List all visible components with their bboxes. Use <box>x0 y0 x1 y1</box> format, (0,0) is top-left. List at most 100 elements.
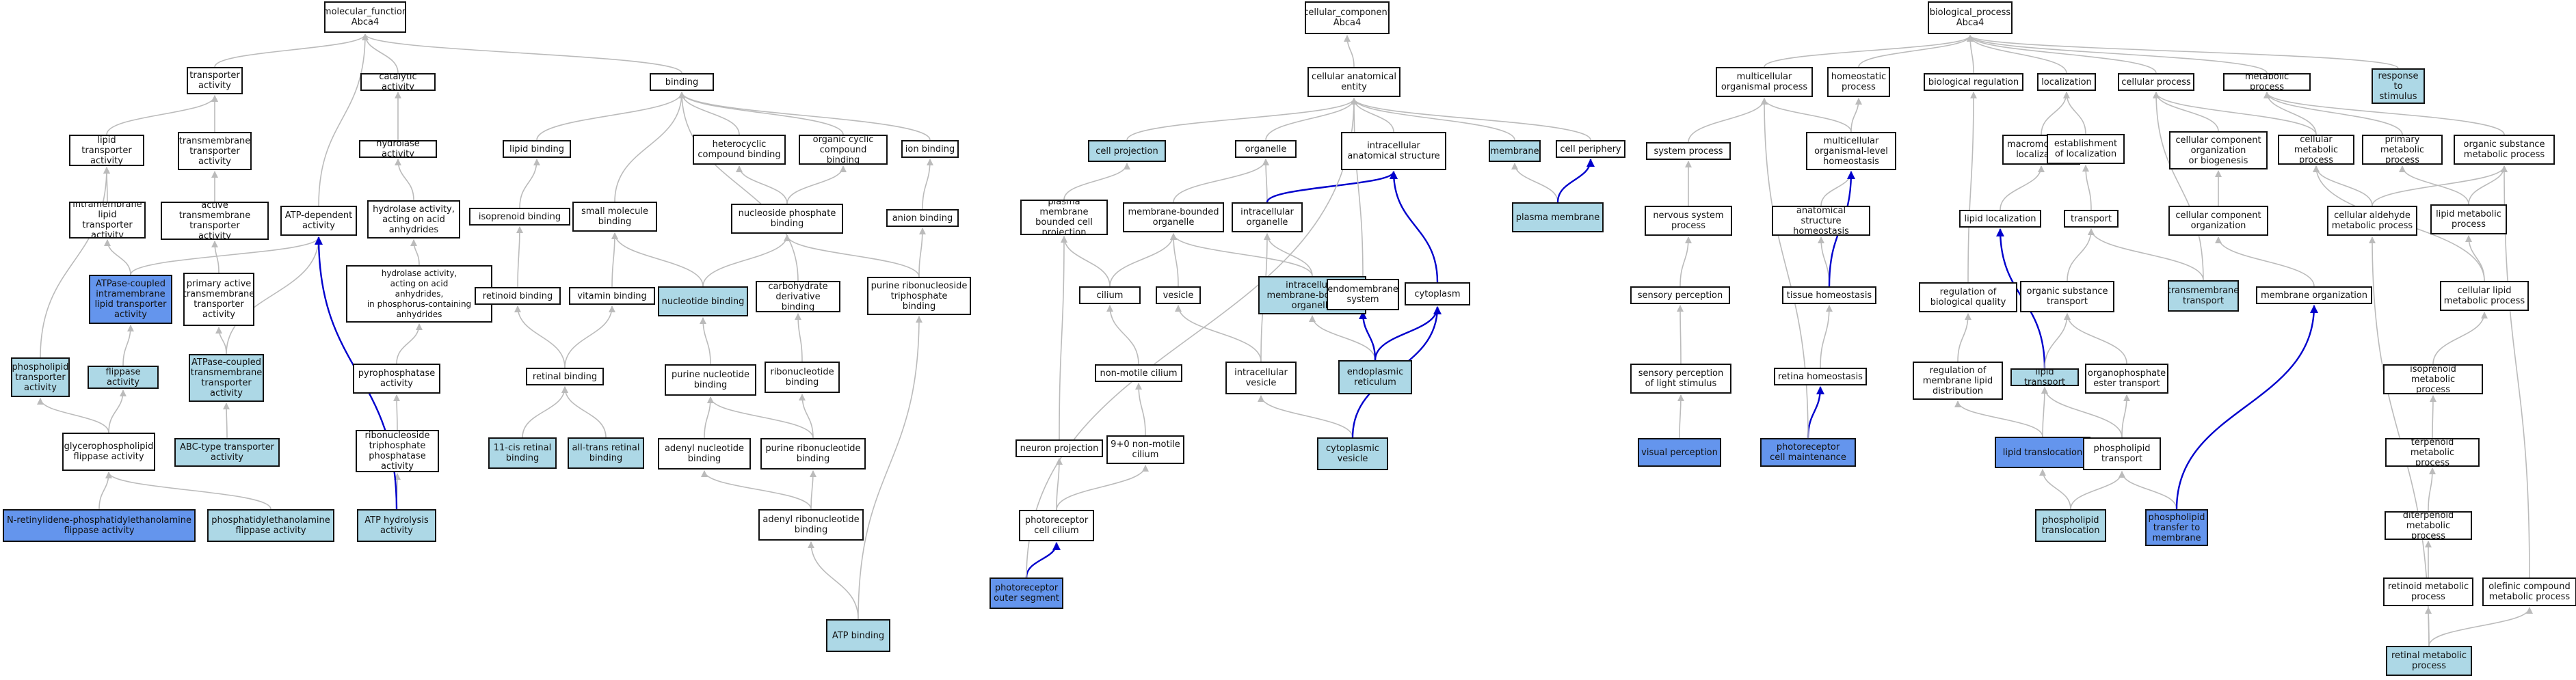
node-sensory-perception: sensory perception <box>1630 286 1730 304</box>
node-cell-projection: cell projection <box>1088 140 1166 162</box>
node-neuron-projection: neuron projection <box>1015 439 1103 457</box>
edge-purine-nucleotide-to-nucleotide-binding <box>700 317 711 365</box>
edge-ribonucleotide-to-carbohydrate-deriv <box>795 313 803 362</box>
edge-atpase-tm-to-atp-dependent <box>226 236 322 355</box>
node-atpase-intramembrane: ATPase-coupled intramembrane lipid trans… <box>89 275 172 324</box>
node-ribonucleotide: ribonucleotide binding <box>765 362 840 393</box>
node-heterocyclic: heterocyclic compound binding <box>693 135 786 165</box>
node-purine-ribonucleotide: purine ribonucleotide binding <box>760 438 866 470</box>
node-er: endoplasmic reticulum <box>1338 360 1412 394</box>
node-isoprenoid-binding: isoprenoid binding <box>469 208 570 226</box>
edge-phospholipid-translocation-to-lipid-translocation <box>2039 469 2071 510</box>
node-lipid-transport: lipid transport <box>2010 368 2079 386</box>
edge-cell-projection-to-anat-entity <box>1126 98 1357 141</box>
node-cilium: cilium <box>1079 286 1141 304</box>
edge-olefinic-metabolic-to-organic-substance-metabolic <box>2501 165 2530 578</box>
node-hydrolase-acid: hydrolase activity, acting on acid anhyd… <box>367 200 460 239</box>
edge-membrane-to-anat-entity <box>1351 98 1515 141</box>
node-system-process: system process <box>1646 142 1731 160</box>
edge-retinal-metabolic-to-olefinic-metabolic <box>2428 607 2533 647</box>
edge-nucleotide-binding-to-nucleoside-phosphate <box>702 234 791 287</box>
edge-nucleoside-phosphate-to-heterocyclic <box>736 165 788 204</box>
node-establishment-loc: establishment of localization <box>2047 134 2125 164</box>
edge-pyrophosphatase-to-hydrolase-phospho <box>396 323 423 364</box>
node-nine-zero: 9+0 non-motile cilium <box>1106 435 1184 464</box>
edge-lipid-transporter-to-transporter <box>106 95 218 135</box>
edge-lipid-localization-to-macromolecule-loc <box>2000 165 2045 210</box>
edge-phospholipid-transporter-to-lipid-transporter <box>40 167 110 358</box>
edge-cytoplasm-to-intracellular-anat <box>1390 171 1439 283</box>
node-pe-flippase: phosphatidylethanolamine flippase activi… <box>207 509 334 542</box>
node-organophosphate-transport: organophosphate ester transport <box>2085 364 2168 394</box>
edge-vitamin-binding-to-small-molecule <box>611 232 618 288</box>
node-isoprenoid-metabolic: isoprenoid metabolic process <box>2383 364 2483 394</box>
edge-atpase-intramembrane-to-atp-dependent <box>130 236 322 275</box>
edge-intracellular-organelle-to-organelle <box>1262 159 1270 203</box>
node-cc: cellular_component Abca4 <box>1305 1 1390 34</box>
node-atp-hydrolysis: ATP hydrolysis activity <box>357 509 436 542</box>
node-phospholipid-transport: phospholipid transport <box>2083 437 2161 470</box>
node-abc-transporter: ABC-type transporter activity <box>174 438 280 467</box>
node-retina-homeostasis: retina homeostasis <box>1774 368 1867 385</box>
edge-mc-homeostasis-to-homeostatic <box>1850 98 1862 133</box>
node-lipid-localization: lipid localization <box>1959 210 2041 228</box>
node-primary-metabolic: primary metabolic process <box>2362 135 2443 165</box>
node-membrane-bounded-organelle: membrane-bounded organelle <box>1123 202 1224 232</box>
edge-flippase-to-atpase-intramembrane <box>122 325 134 366</box>
node-intracellular-organelle: intracellular organelle <box>1232 202 1303 232</box>
node-sensory-light: sensory perception of light stimulus <box>1630 364 1731 394</box>
node-ion-binding: ion binding <box>901 140 959 158</box>
edge-retinal-binding-to-vitamin-binding <box>564 305 615 368</box>
node-active-tm: active transmembrane transporter activit… <box>161 202 269 240</box>
node-bio-regulation: biological regulation <box>1924 73 2023 91</box>
edge-intracellular-vesicle-to-vesicle <box>1175 305 1262 362</box>
node-homeostatic: homeostatic process <box>1827 67 1890 97</box>
edge-glycerophospholipid-flippase-to-phospholipid-transporter <box>37 398 109 433</box>
node-organic-substance-transport: organic substance transport <box>2020 281 2114 312</box>
node-cell-periphery: cell periphery <box>1556 140 1625 158</box>
edge-regulation-quality-to-bio-regulation <box>1967 92 1977 283</box>
edge-transmembrane-transport-to-cellular-process <box>2153 92 2204 281</box>
node-binding: binding <box>650 73 714 91</box>
edge-phospholipid-transport-to-organophosphate-transport <box>2121 394 2130 438</box>
node-purine-rnt-binding: purine ribonucleoside triphosphate bindi… <box>867 277 971 315</box>
node-tissue-homeostasis: tissue homeostasis <box>1782 286 1876 304</box>
node-retinoid-metabolic: retinoid metabolic process <box>2383 577 2473 606</box>
edge-establishment-loc-to-localization <box>2063 92 2086 135</box>
node-cytoplasm: cytoplasm <box>1405 282 1470 305</box>
edge-transport-to-establishment-loc <box>2082 165 2092 210</box>
edge-outer-segment-to-anat-entity <box>1026 98 1357 578</box>
node-lipid-binding: lipid binding <box>503 140 571 158</box>
edge-primary-metabolic-to-metabolic <box>2263 92 2403 135</box>
edge-isoprenoid-metabolic-to-cellular-lipid-metabolic <box>2432 312 2488 365</box>
edge-nucleoside-phosphate-to-organic-cyclic <box>786 165 847 204</box>
node-multicellular-process: multicellular organismal process <box>1716 67 1813 97</box>
node-cellular-lipid-metabolic: cellular lipid metabolic process <box>2440 281 2529 311</box>
node-intracellular-anat: intracellular anatomical structure <box>1341 132 1446 170</box>
node-cc-organization: cellular component organization <box>2168 206 2268 236</box>
edge-adenyl-ribonucleotide-to-adenyl-nucleotide <box>701 470 812 510</box>
edge-photoreceptor-cilium-to-neuron-projection <box>1055 458 1063 511</box>
node-lipid-transporter: lipid transporter activity <box>69 135 144 166</box>
node-anat-entity: cellular anatomical entity <box>1307 67 1400 97</box>
edge-anat-entity-to-cc <box>1344 35 1355 68</box>
edge-membrane-bounded-organelle-to-organelle <box>1173 159 1269 203</box>
edge-er-to-intracellular-mbo <box>1309 315 1376 361</box>
edge-organic-substance-metabolic-to-metabolic <box>2263 92 2505 135</box>
edge-isoprenoid-binding-to-lipid-binding <box>519 159 540 208</box>
edge-diterpenoid-metabolic-to-terpenoid-metabolic <box>2428 467 2436 512</box>
edge-plasma-membrane-to-cell-periphery <box>1556 159 1595 203</box>
node-vitamin-binding: vitamin binding <box>569 287 655 305</box>
node-cytoplasmic-vesicle: cytoplasmic vesicle <box>1317 437 1388 470</box>
edge-er-to-cytoplasm <box>1374 306 1442 361</box>
node-intracellular-vesicle: intracellular vesicle <box>1225 362 1297 394</box>
edge-purine-ribonucleotide-to-purine-nucleotide <box>707 396 814 439</box>
node-organic-cyclic: organic cyclic compound binding <box>799 135 888 165</box>
node-cellular-process: cellular process <box>2118 73 2194 91</box>
edge-cellular-metabolic-to-cellular-process <box>2153 92 2317 135</box>
edge-atpase-intramembrane-to-intramembrane-lipid <box>104 239 131 275</box>
edge-cellular-process-to-bp <box>1967 35 2157 74</box>
edge-cell-periphery-to-anat-entity <box>1351 98 1591 141</box>
node-pyrophosphatase: pyrophosphatase activity <box>353 364 440 394</box>
